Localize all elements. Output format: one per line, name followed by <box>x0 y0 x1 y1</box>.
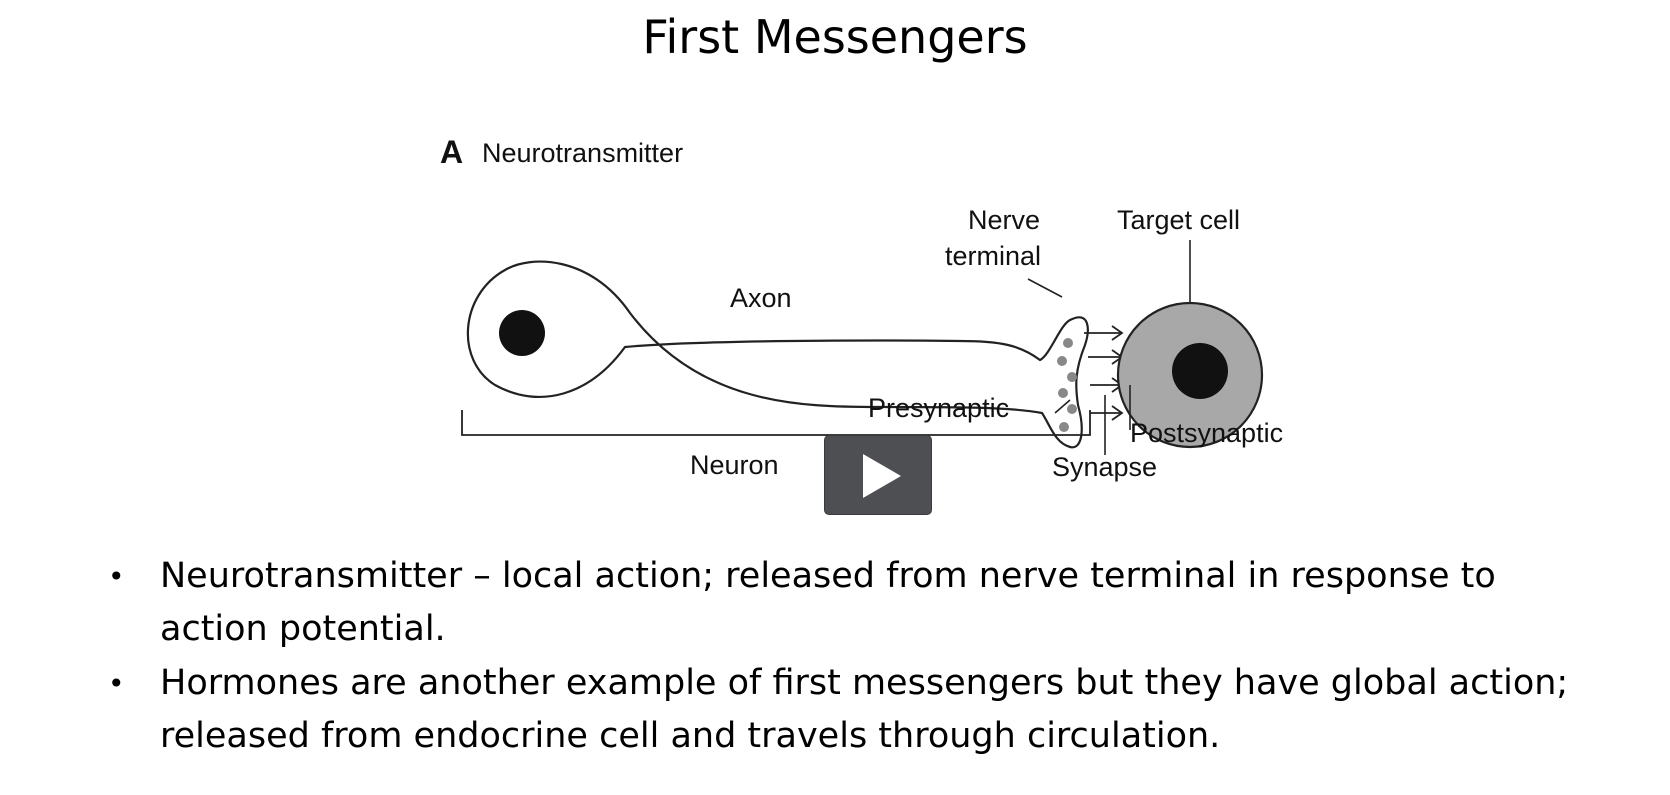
presynaptic-pointer <box>1054 399 1071 414</box>
slide-title: First Messengers <box>642 10 1028 64</box>
vesicle <box>1058 388 1068 398</box>
neuron-outline <box>466 260 1089 449</box>
label-neuron: Neuron <box>690 450 779 480</box>
label-presynaptic: Presynaptic <box>868 393 1009 423</box>
vesicle <box>1067 404 1077 414</box>
neuron-bracket <box>461 410 1091 436</box>
vesicle <box>1059 422 1069 432</box>
play-icon <box>863 454 901 498</box>
nerve-terminal-pointer <box>1027 278 1063 298</box>
bullet-list: • Neurotransmitter – local action; relea… <box>100 550 1640 764</box>
label-axon: Axon <box>730 283 792 313</box>
bullet-item: • Hormones are another example of first … <box>100 657 1640 763</box>
release-arrows <box>1084 325 1124 421</box>
neuron-diagram: A Neurotransmitter Nerve terminal <box>440 134 1283 482</box>
bullet-dot-icon: • <box>108 560 125 593</box>
bullet-text-line: released from endocrine cell and travels… <box>160 716 1221 756</box>
bullet-text-line: Hormones are another example of first me… <box>160 663 1569 703</box>
bullet-dot-icon: • <box>108 667 125 700</box>
bullet-text-line: action potential. <box>160 609 446 649</box>
target-cell-nucleus <box>1172 343 1228 399</box>
bullet-item: • Neurotransmitter – local action; relea… <box>100 550 1640 656</box>
label-terminal: terminal <box>945 241 1041 271</box>
bullet-text-line: Neurotransmitter – local action; release… <box>160 556 1496 596</box>
panel-letter: A <box>440 134 463 170</box>
vesicle <box>1067 372 1077 382</box>
panel-title: Neurotransmitter <box>482 138 683 168</box>
neurotransmitter-figure: A Neurotransmitter Nerve terminal <box>400 95 1300 525</box>
video-play-button[interactable] <box>824 435 932 515</box>
label-nerve: Nerve <box>968 205 1040 235</box>
vesicle <box>1057 356 1067 366</box>
label-postsynaptic: Postsynaptic <box>1130 418 1283 448</box>
neuron-nucleus <box>499 310 545 356</box>
vesicle <box>1063 338 1073 348</box>
label-target-cell: Target cell <box>1117 205 1240 235</box>
label-synapse: Synapse <box>1052 452 1157 482</box>
